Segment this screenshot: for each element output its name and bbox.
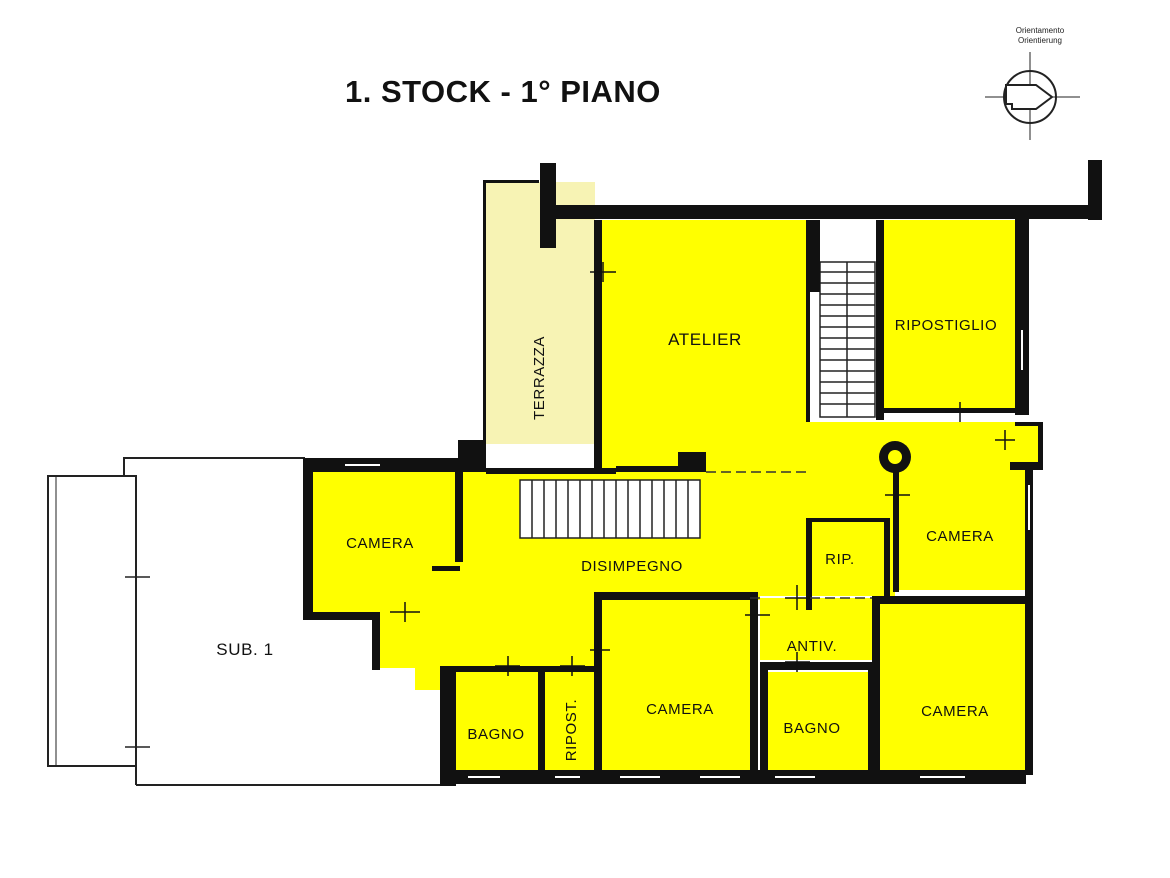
disimpegno-fill — [375, 470, 895, 690]
compass-icon — [985, 52, 1080, 140]
staircase-lower — [519, 479, 701, 539]
room-fills — [310, 182, 1040, 772]
window-marks — [345, 330, 1030, 778]
round-column-icon — [879, 441, 911, 473]
room-label-ripostiglio: RIPOSTIGLIO — [895, 317, 997, 334]
bagno-left-fill — [456, 668, 538, 772]
room-label-bagno-left: BAGNO — [467, 726, 524, 743]
door-marks — [390, 262, 1015, 676]
room-label-terrazza: TERRAZZA — [531, 336, 548, 420]
room-label-ripost: RIPOST. — [563, 699, 580, 762]
room-label-sub1: SUB. 1 — [216, 640, 273, 659]
sub1-area — [47, 457, 448, 786]
orientation-label: Orientamento Orientierung — [985, 26, 1095, 46]
page-title: 1. STOCK - 1° PIANO — [345, 74, 661, 109]
hall-upper-fill — [810, 422, 1040, 520]
room-label-camera-right-upper: CAMERA — [926, 528, 994, 545]
room-label-camera-right-lower: CAMERA — [921, 703, 989, 720]
room-label-antiv: ANTIV. — [787, 638, 838, 655]
walls — [303, 160, 1102, 786]
orientation-label-it: Orientamento — [1015, 26, 1065, 35]
orientation-label-de: Orientierung — [1017, 36, 1063, 45]
room-label-disimpegno: DISIMPEGNO — [581, 558, 683, 575]
camera-left-fill — [310, 470, 460, 615]
room-label-camera-left: CAMERA — [346, 535, 414, 552]
dashed-lines — [706, 471, 872, 599]
staircase-upper — [819, 261, 876, 418]
room-label-rip: RIP. — [825, 551, 855, 568]
atelier-fill — [600, 220, 810, 470]
ripostiglio-fill — [882, 220, 1015, 410]
room-label-bagno-right: BAGNO — [783, 720, 840, 737]
camera-center-fill — [600, 600, 752, 772]
rip-fill — [810, 520, 885, 590]
antiv-fill — [760, 598, 880, 660]
room-label-camera-center: CAMERA — [646, 701, 714, 718]
camera-right-upper-fill — [895, 470, 1030, 590]
room-labels: TERRAZZA ATELIER RIPOSTIGLIO CAMERA DISI… — [216, 317, 997, 762]
room-label-atelier: ATELIER — [668, 330, 742, 349]
ripost-fill — [545, 668, 595, 772]
camera-right-lower-fill — [880, 600, 1028, 772]
bagno-right-fill — [762, 672, 872, 772]
